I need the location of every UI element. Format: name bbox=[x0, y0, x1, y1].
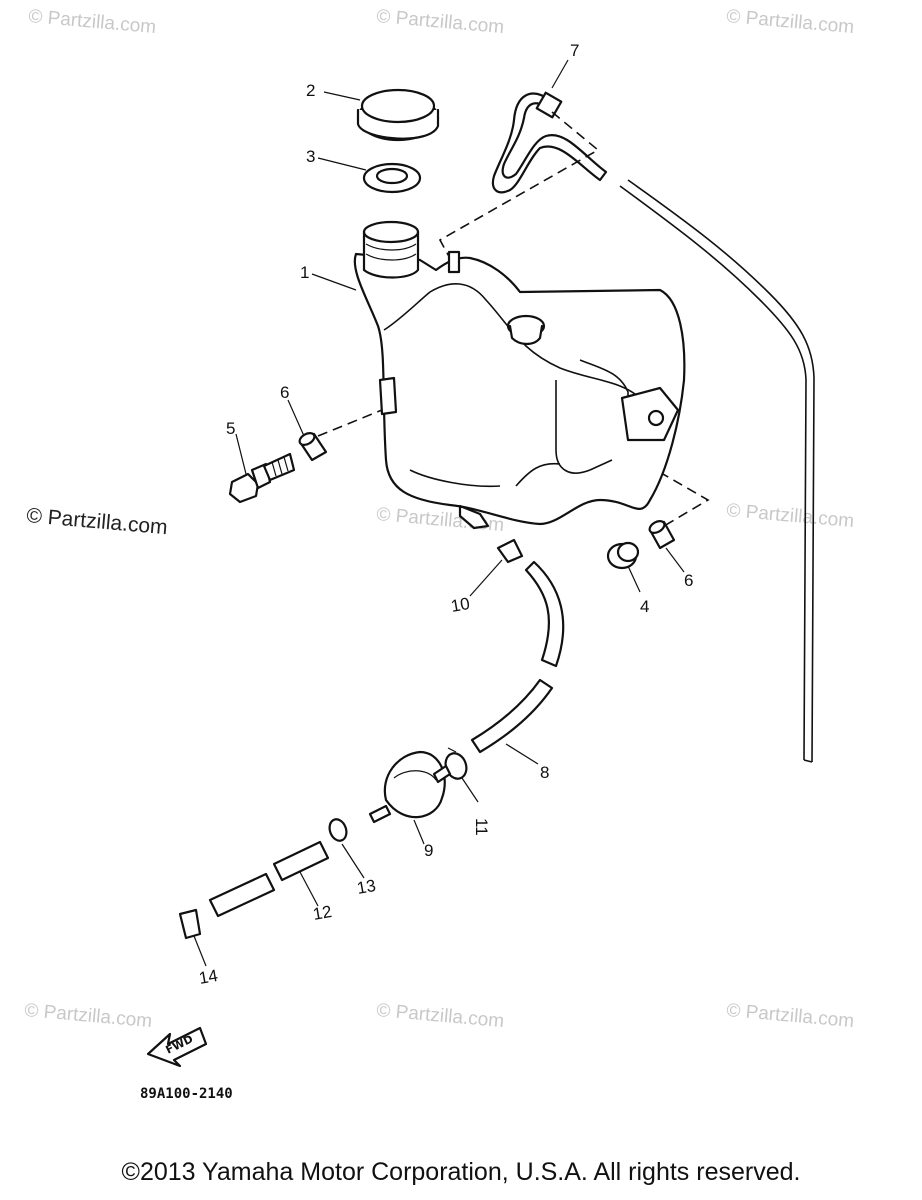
callout-6-left: 6 bbox=[280, 383, 289, 402]
watermark-top-center: © Partzilla.com bbox=[376, 6, 505, 38]
watermark-top-left: © Partzilla.com bbox=[28, 6, 157, 38]
watermark-bottom-center: © Partzilla.com bbox=[376, 1000, 505, 1032]
diagram-code: 89A100-2140 bbox=[140, 1086, 233, 1102]
grommet bbox=[606, 541, 640, 570]
tank-cap bbox=[356, 88, 440, 142]
cap-gasket bbox=[362, 162, 422, 194]
short-hose-a bbox=[272, 840, 330, 882]
breather-hose bbox=[491, 91, 608, 194]
callout-5: 5 bbox=[226, 419, 235, 438]
collar-right bbox=[648, 520, 676, 550]
overflow-hose bbox=[619, 179, 815, 763]
watermark-bottom-right: © Partzilla.com bbox=[726, 1000, 855, 1032]
callout-12: 12 bbox=[311, 902, 333, 924]
short-hose-b bbox=[208, 872, 276, 918]
watermark-left: © Partzilla.com bbox=[26, 504, 169, 539]
callout-1: 1 bbox=[300, 263, 309, 282]
oil-hose bbox=[470, 560, 565, 754]
copyright-notice: ©2013 Yamaha Motor Corporation, U.S.A. A… bbox=[121, 1158, 801, 1186]
hose-clip-top bbox=[496, 538, 524, 564]
oil-filter bbox=[368, 750, 452, 824]
bolt bbox=[228, 452, 296, 504]
leader-lines bbox=[193, 59, 685, 967]
callouts: 1 2 3 4 5 6 6 7 8 9 10 11 12 13 14 bbox=[197, 41, 693, 988]
watermark-bottom-left: © Partzilla.com bbox=[24, 1000, 153, 1032]
callout-7: 7 bbox=[570, 41, 579, 60]
callout-3: 3 bbox=[306, 147, 315, 166]
hose-clip-low bbox=[328, 818, 348, 842]
callout-4: 4 bbox=[640, 597, 649, 616]
watermark-top-right: © Partzilla.com bbox=[726, 6, 855, 38]
callout-10: 10 bbox=[449, 594, 471, 616]
callout-8: 8 bbox=[540, 763, 549, 782]
callout-6-right: 6 bbox=[684, 571, 693, 590]
callout-11: 11 bbox=[472, 818, 491, 836]
oil-tank bbox=[353, 220, 686, 530]
callout-2: 2 bbox=[306, 81, 315, 100]
watermarks: © Partzilla.com © Partzilla.com © Partzi… bbox=[24, 6, 855, 1032]
watermark-right: © Partzilla.com bbox=[726, 500, 855, 532]
collar-left bbox=[298, 432, 328, 462]
callout-13: 13 bbox=[355, 876, 377, 898]
forward-arrow-icon: FWD bbox=[146, 1026, 208, 1068]
callout-14: 14 bbox=[197, 966, 219, 988]
hose-clip-end bbox=[178, 908, 202, 940]
callout-9: 9 bbox=[424, 841, 433, 860]
